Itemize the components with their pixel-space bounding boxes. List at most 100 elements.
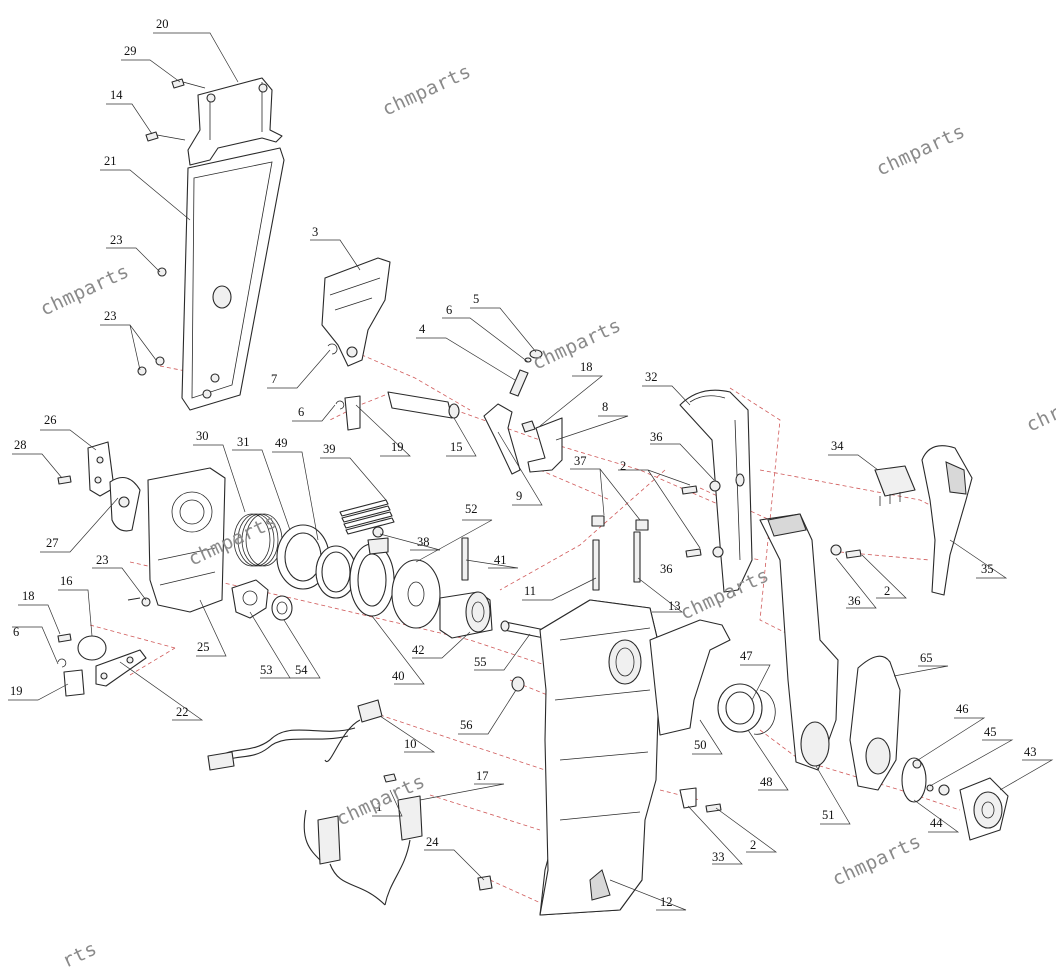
part-40-cam-ring (349, 537, 395, 617)
callout-8: 8 (602, 400, 608, 414)
callout-48: 48 (760, 775, 773, 789)
watermark: chmparts (529, 314, 625, 374)
callout-31: 31 (237, 435, 250, 449)
callout-23: 23 (104, 309, 117, 323)
part-43-46-knob-set (901, 757, 1009, 841)
callout-3: 3 (312, 225, 318, 239)
callout-26: 26 (44, 413, 57, 427)
part-33-clip (679, 787, 697, 809)
screw-icon (127, 597, 151, 607)
callout-33: 33 (712, 850, 725, 864)
part-25-30-housing (147, 467, 226, 613)
part-20-top-bracket (187, 77, 283, 166)
callout-21: 21 (104, 154, 117, 168)
callout-40: 40 (392, 669, 405, 683)
part-56-pin (511, 676, 525, 692)
callout-37: 37 (574, 454, 587, 468)
part-7-clip (327, 343, 338, 355)
callout-36: 36 (650, 430, 663, 444)
callout-56: 56 (460, 718, 473, 732)
callout-25: 25 (197, 640, 210, 654)
callout-54: 54 (295, 663, 308, 677)
callout-30: 30 (196, 429, 209, 443)
callout-10: 10 (404, 737, 417, 751)
screw-icon (137, 267, 167, 376)
nut-icon (709, 480, 842, 558)
callout-15: 15 (450, 440, 463, 454)
watermark: chmparts (829, 830, 925, 890)
screw-icon (681, 485, 862, 813)
part-1-17-connectors (303, 773, 423, 906)
watermark-partial: rts (59, 937, 101, 967)
callout-52: 52 (465, 502, 478, 516)
callout-38: 38 (417, 535, 430, 549)
callout-19: 19 (391, 440, 404, 454)
callout-13: 13 (668, 599, 681, 613)
callout-39: 39 (323, 442, 336, 456)
part-42-gear (439, 591, 493, 639)
part-39-plate-stack (339, 499, 395, 535)
part-11-13-pins (591, 515, 649, 591)
callout-42: 42 (412, 643, 425, 657)
callout-2: 2 (884, 584, 890, 598)
callout-23: 23 (96, 553, 109, 567)
callout-49: 49 (275, 436, 288, 450)
watermark: chmparts (873, 120, 969, 180)
part-53-54 (231, 579, 293, 621)
callout-6: 6 (298, 405, 304, 419)
callout-29: 29 (124, 44, 137, 58)
callout-32: 32 (645, 370, 658, 384)
part-15-shaft (335, 391, 460, 431)
callout-34: 34 (831, 439, 844, 453)
callout-35: 35 (981, 562, 994, 576)
callout-24: 24 (426, 835, 439, 849)
callout-19: 19 (10, 684, 23, 698)
callout-50: 50 (694, 738, 707, 752)
callout-2: 2 (750, 838, 756, 852)
callout-27: 27 (46, 536, 59, 550)
callout-23: 23 (110, 233, 123, 247)
part-12-main-housing (539, 599, 661, 916)
part-21-cover-plate (181, 147, 285, 411)
part-41-pin (461, 537, 469, 581)
screw-icon (145, 78, 206, 142)
callout-22: 22 (176, 705, 189, 719)
callout-1: 1 (376, 800, 382, 814)
callout-53: 53 (260, 663, 273, 677)
part-10-wire-harness (207, 699, 383, 771)
callout-18: 18 (22, 589, 35, 603)
callout-12: 12 (660, 895, 673, 909)
part-24-clip (477, 875, 493, 891)
part-26-27-plate (57, 441, 141, 532)
part-8-bracket (521, 417, 563, 473)
part-35-handle-grip (921, 445, 973, 596)
part-55-shaft (500, 620, 546, 639)
callout-5: 5 (473, 292, 479, 306)
callout-4: 4 (419, 322, 426, 336)
callout-11: 11 (524, 584, 536, 598)
callout-leaders (8, 32, 1054, 911)
callout-43: 43 (1024, 745, 1037, 759)
callout-16: 16 (60, 574, 73, 588)
callout-47: 47 (740, 649, 753, 663)
callout-41: 41 (494, 553, 507, 567)
callout-numbers: 20 29 14 21 23 23 3 6 5 4 7 6 18 8 32 26… (10, 17, 1037, 909)
watermark-partial: chr (1023, 401, 1056, 436)
callout-28: 28 (14, 438, 27, 452)
callout-9: 9 (516, 489, 522, 503)
part-51-lever-arm (759, 513, 839, 771)
callout-45: 45 (984, 725, 997, 739)
callout-7: 7 (271, 372, 277, 386)
part-34-connector (874, 465, 916, 506)
part-3-bracket (321, 257, 391, 367)
callout-51: 51 (822, 808, 835, 822)
part-52-washer (391, 559, 441, 629)
callout-65: 65 (920, 651, 933, 665)
part-65-lever-cover (849, 655, 901, 791)
watermark: chmparts (37, 260, 133, 320)
watermark: chmparts (379, 60, 475, 120)
callout-36: 36 (660, 562, 673, 576)
part-47-48-ring (717, 683, 776, 735)
part-ring (315, 545, 357, 599)
